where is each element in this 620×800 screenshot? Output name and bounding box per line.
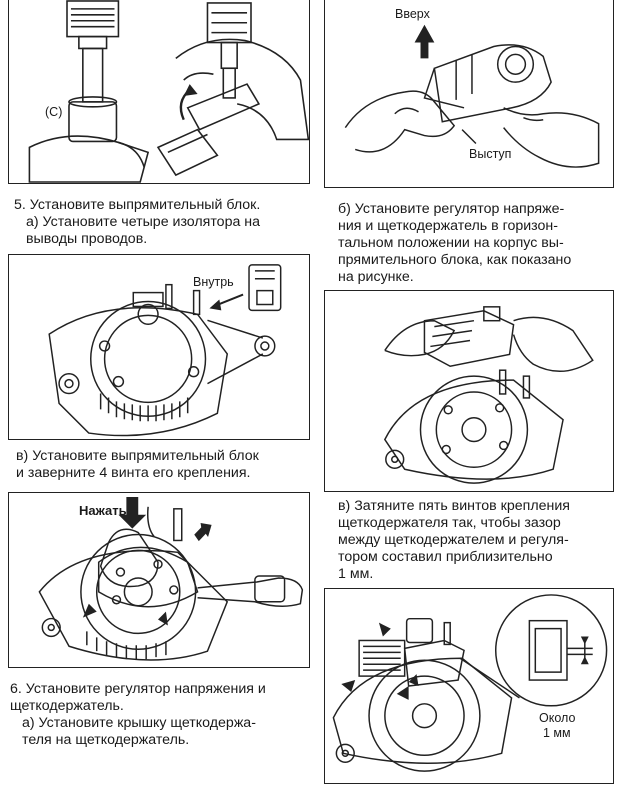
caption-right-b-line2: ния и щеткодержатель в горизон- (338, 218, 558, 234)
figure-brush-holder-cover: Вверх Выступ (324, 0, 614, 188)
step6-sub-a-line1: а) Установите крышку щеткодержа- (22, 715, 256, 731)
step6-text: 6. Установите регулятор напряжения и щет… (10, 681, 310, 749)
label-up: Вверх (395, 7, 430, 21)
figure-press-rectifier: Нажать (8, 492, 310, 668)
caption-right-b-line1: б) Установите регулятор напряже- (338, 201, 565, 217)
caption-install-rectifier: в) Установите выпрямительный блок и заве… (16, 448, 310, 482)
brush-holder-cover-drawing (344, 24, 600, 168)
label-tab: Выступ (469, 147, 512, 161)
step5-sub-a-line1: а) Установите четыре изолятора на (26, 214, 261, 230)
insulators-drawing (48, 264, 282, 437)
regulator-placement-drawing (383, 306, 594, 484)
figure-press-tool: (C) (8, 0, 310, 184)
caption-right-v-line2: щеткодержателя так, чтобы зазор (338, 515, 561, 531)
figure-gap-detail: Около 1 мм (324, 588, 614, 784)
step5-title: 5. Установите выпрямительный блок. (14, 197, 261, 213)
label-press: Нажать (79, 503, 127, 518)
figure-insulators: Внутрь (8, 254, 310, 440)
press-tool-drawing (28, 0, 309, 183)
caption-right-v-line3: между щеткодержателем и регуля- (338, 532, 569, 548)
label-c: (C) (45, 105, 63, 119)
figure-regulator-placement (324, 290, 614, 492)
press-rectifier-drawing (38, 496, 304, 661)
gap-detail-drawing (332, 594, 608, 772)
step5-sub-a-line2: выводы проводов. (26, 231, 148, 247)
caption-right-b-line4: прямительного блока, как показано (338, 252, 572, 268)
step5-text: 5. Установите выпрямительный блок. а) Ус… (14, 197, 310, 248)
step6-sub-a-line2: теля на щеткодержатель. (22, 732, 190, 748)
caption-left-v-line1: в) Установите выпрямительный блок (16, 448, 259, 464)
label-about: Около (539, 711, 576, 725)
label-one-mm: 1 мм (543, 726, 571, 740)
caption-right-b-line3: тальном положении на корпус вы- (338, 235, 564, 251)
step6-line1: 6. Установите регулятор напряжения и (10, 681, 266, 697)
caption-install-regulator: б) Установите регулятор напряже- ния и щ… (338, 201, 614, 286)
caption-right-b-line5: на рисунке. (338, 269, 414, 285)
caption-left-v-line2: и заверните 4 винта его крепления. (16, 465, 251, 481)
caption-right-v-line4: тором составил приблизительно (338, 549, 553, 565)
step6-line2: щеткодержатель. (10, 698, 124, 714)
caption-tighten-screws: в) Затяните пять винтов крепления щеткод… (338, 498, 614, 583)
caption-right-v-line5: 1 мм. (338, 566, 374, 582)
label-inside: Внутрь (193, 275, 234, 289)
caption-right-v-line1: в) Затяните пять винтов крепления (338, 498, 570, 514)
